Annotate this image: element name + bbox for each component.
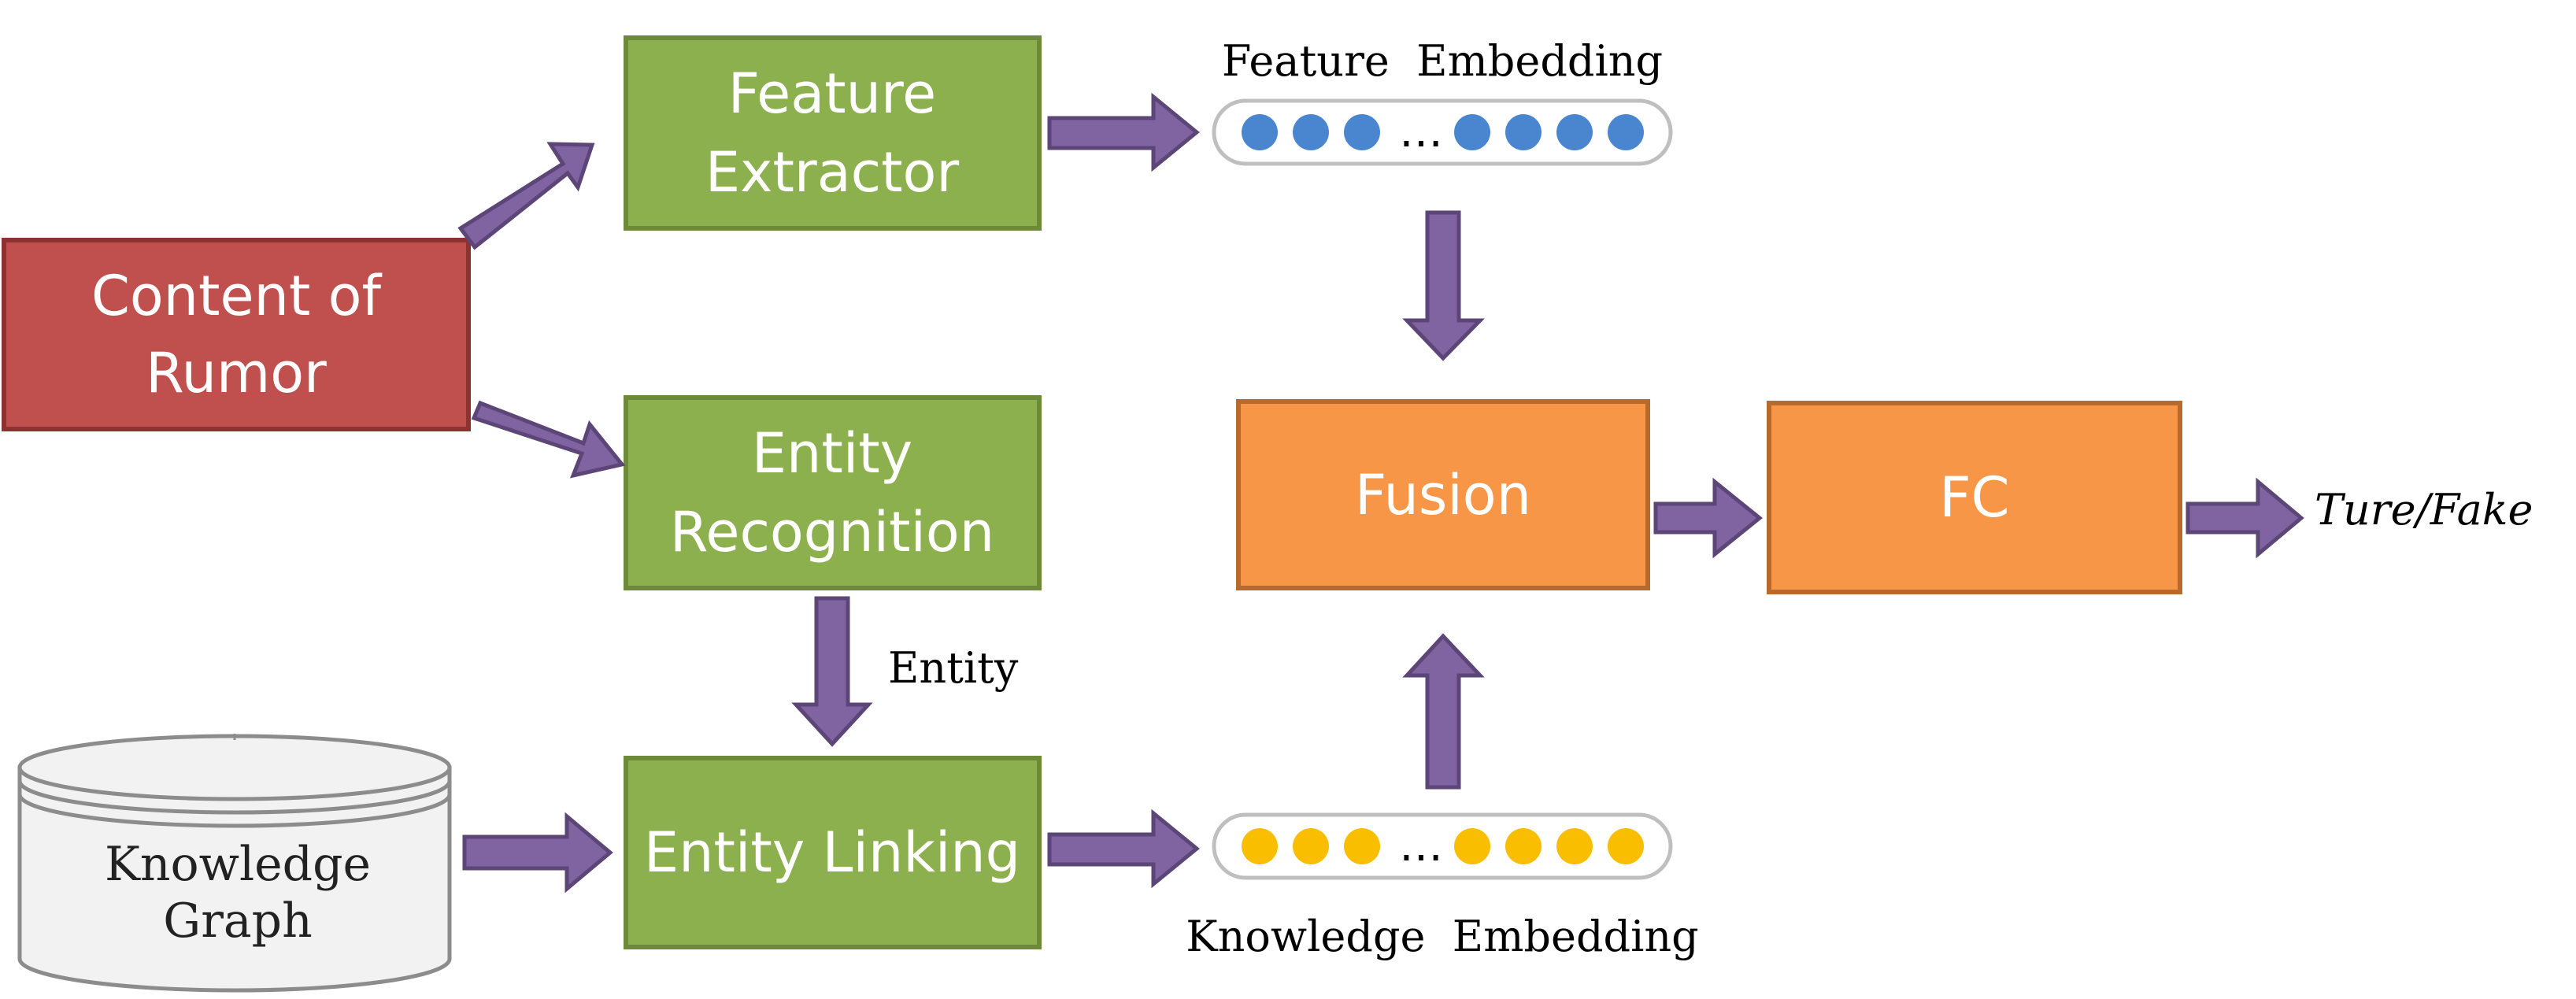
fusion-node: Fusion [1236,399,1650,590]
fc-node: FC [1767,401,2182,594]
feature-embedding-dot [1454,114,1490,150]
knowledge-graph-label-line2: Graph [163,894,312,949]
arrow-fc-to-output [2186,477,2304,559]
feature-embedding-dot [1608,114,1644,150]
feature-embedding-vector: … [1212,98,1673,166]
knowledge-embedding-vector: … [1212,812,1673,880]
arrow-feature-embedding-to-fusion [1402,210,1485,361]
feature-embedding-dot [1293,114,1329,150]
content-of-rumor-label-line1: Content of [91,264,382,328]
arrow-knowledge-graph-to-entity-linking [462,812,613,894]
feature-extractor-label-line2: Extractor [705,140,960,205]
knowledge-embedding-dot [1505,828,1542,864]
content-of-rumor-label-line2: Rumor [146,341,327,405]
entity-recognition-label-line1: Entity [752,421,912,486]
entity-recognition-node: Entity Recognition [624,395,1042,590]
entity-linking-label: Entity Linking [644,820,1020,885]
feature-embedding-dot [1556,114,1593,150]
knowledge-embedding-dot [1293,828,1329,864]
arrow-entity-recognition-to-linking [791,596,873,747]
knowledge-embedding-dot [1454,828,1490,864]
feature-extractor-node: Feature Extractor [624,35,1042,231]
knowledge-embedding-label: Knowledge Embedding [1186,912,1698,961]
knowledge-embedding-dot [1608,828,1644,864]
feature-embedding-ellipsis: … [1399,106,1443,157]
feature-embedding-dot [1242,114,1278,150]
feature-embedding-label: Feature Embedding [1222,36,1663,86]
feature-embedding-dot [1505,114,1542,150]
arrow-feature-extractor-to-embedding [1047,92,1200,172]
arrow-entity-linking-to-embedding [1047,808,1200,889]
content-of-rumor-node: Content of Rumor [2,238,471,431]
knowledge-graph-database-icon: Knowledge Graph [17,734,452,993]
knowledge-graph-label-line1: Knowledge [105,837,371,892]
feature-extractor-label-line1: Feature [728,61,937,126]
knowledge-embedding-ellipsis: … [1399,820,1443,871]
entity-linking-node: Entity Linking [624,756,1042,949]
entity-recognition-label-line2: Recognition [670,500,994,564]
arrow-knowledge-embedding-to-fusion [1402,633,1485,790]
knowledge-embedding-dot [1242,828,1278,864]
fc-label: FC [1939,465,2009,530]
output-label: Ture/Fake [2315,485,2533,535]
fusion-label: Fusion [1355,463,1531,527]
feature-embedding-dot [1344,114,1380,150]
arrow-fusion-to-fc [1653,477,1763,559]
entity-label: Entity [888,643,1019,693]
arrow-content-to-feature-extractor [457,142,595,250]
knowledge-embedding-dot [1344,828,1380,864]
knowledge-embedding-dot [1556,828,1593,864]
arrow-content-to-entity-recognition [471,400,626,479]
